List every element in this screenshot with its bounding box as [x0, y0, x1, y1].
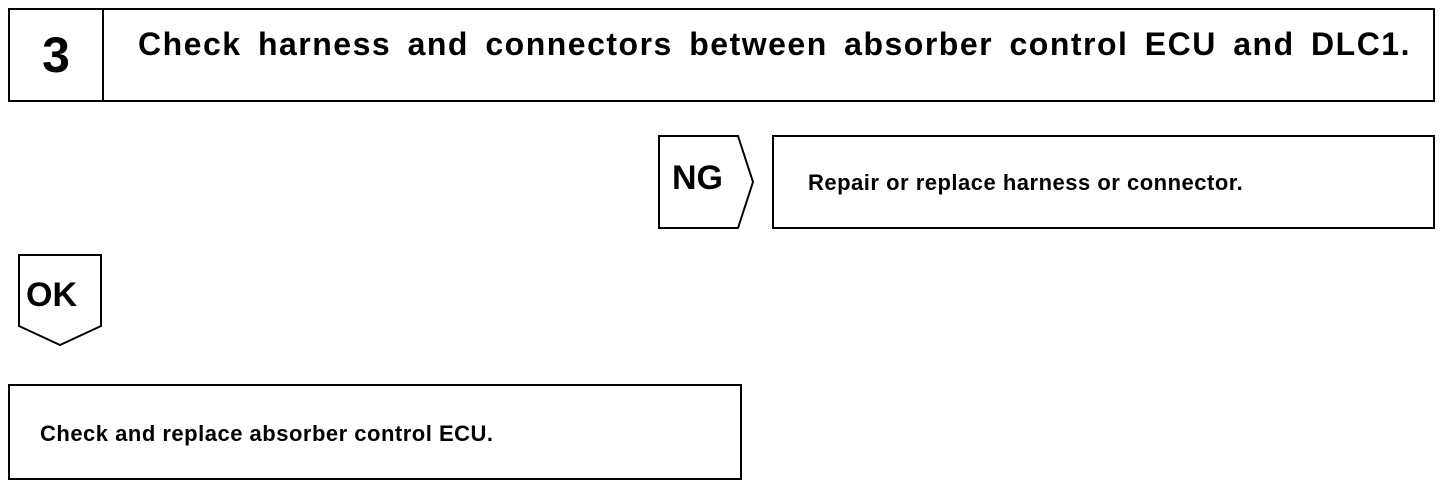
ng-action-box: Repair or replace harness or connector. — [772, 135, 1435, 229]
ok-label: OK — [26, 276, 77, 314]
ng-flag: NG — [658, 135, 754, 229]
ok-flag: OK — [18, 254, 102, 346]
step-title: Check harness and connectors between abs… — [138, 26, 1411, 62]
ng-label: NG — [672, 159, 723, 197]
ok-action-text: Check and replace absorber control ECU. — [40, 421, 494, 446]
ok-action-box: Check and replace absorber control ECU. — [8, 384, 742, 480]
ng-arrow-shape — [658, 135, 754, 229]
step-number: 3 — [10, 10, 104, 100]
step-box: 3 Check harness and connectors between a… — [8, 8, 1435, 102]
ng-action-text: Repair or replace harness or connector. — [808, 170, 1244, 195]
ok-arrow-shape — [18, 254, 102, 346]
